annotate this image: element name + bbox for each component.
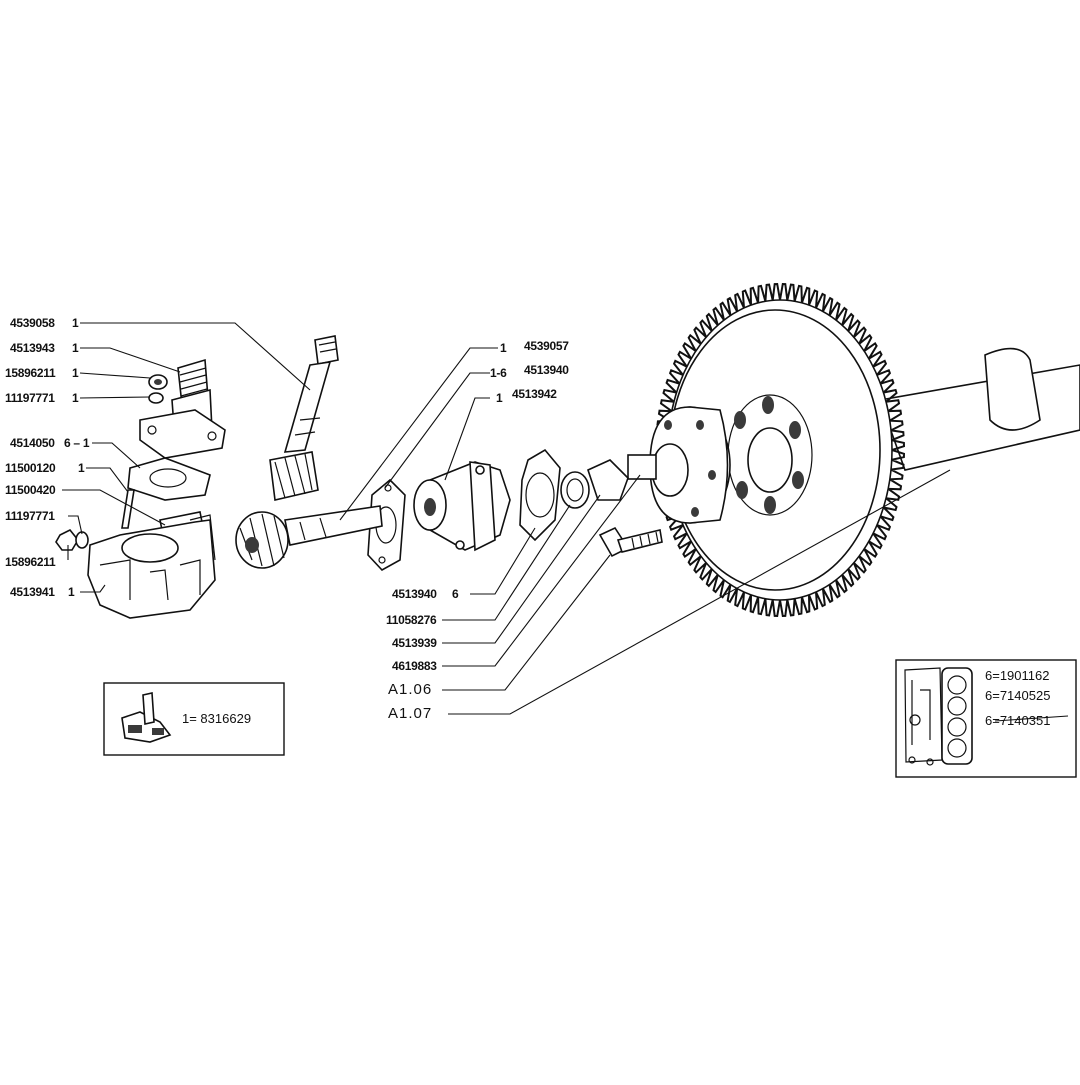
lower-housing xyxy=(87,514,216,619)
callout-part: 4513940 xyxy=(524,363,569,377)
drive-dog xyxy=(587,459,629,501)
gasket-left xyxy=(127,457,211,501)
callout-qty: 1-6 xyxy=(490,366,507,380)
callout-part: 15896211 xyxy=(5,555,56,569)
callout-part: 11197771 xyxy=(5,509,55,523)
flange-boss xyxy=(651,443,689,497)
kit-line: 6=1901162 xyxy=(985,668,1049,683)
strike-through xyxy=(994,715,1069,722)
callout-part: 4514050 xyxy=(10,436,55,450)
kit-box-right: 6=1901162 6=7140525 6=7140351 xyxy=(895,659,1077,778)
drive-flange xyxy=(627,406,731,524)
drive-dog-body xyxy=(587,459,629,501)
bush-flange xyxy=(139,409,226,459)
callout-qty: 6 xyxy=(452,587,459,601)
callout-part: 4513941 xyxy=(10,585,55,599)
kit-box-left: 1= 8316629 xyxy=(103,682,285,756)
callout-part: 4619883 xyxy=(392,659,437,673)
bearing-housing xyxy=(413,461,511,552)
callout-qty: 1 xyxy=(78,461,85,475)
bolt-shank xyxy=(616,529,663,553)
callouts-bottom: 4513940 6 11058276 4513939 4619883 A1.06… xyxy=(386,587,459,722)
callout-part: 4513940 xyxy=(392,587,437,601)
callout-part: 4513939 xyxy=(392,636,437,650)
housing-top-bore xyxy=(121,533,179,563)
camshaft-body xyxy=(878,364,1080,471)
callout-part: 11058276 xyxy=(386,613,437,627)
callout-qty: 1 xyxy=(72,316,79,330)
callouts-top: 1 4539057 1-6 4513940 1 4513942 xyxy=(490,339,570,405)
callout-qty: 1 xyxy=(68,585,75,599)
callout-part: A1.07 xyxy=(388,705,432,722)
callout-part: 15896211 xyxy=(5,366,56,380)
vertical-shaft-with-gear xyxy=(269,335,339,501)
callout-part: 11197771 xyxy=(5,391,55,405)
gear-bolt-holes xyxy=(734,396,804,514)
nut-washer-top xyxy=(148,374,168,404)
callout-qty: 1 xyxy=(496,391,503,405)
housing-body-lower xyxy=(87,519,216,619)
drive-shaft-with-gear xyxy=(235,505,383,569)
gasket-right xyxy=(519,448,561,542)
sleeve-ring xyxy=(560,471,590,509)
callout-qty: 1 xyxy=(500,341,507,355)
leader-lines xyxy=(62,322,951,715)
shaft-body xyxy=(283,361,332,453)
callout-part: 4513943 xyxy=(10,341,55,355)
bolt xyxy=(598,526,663,558)
gear-hub-bore xyxy=(747,427,793,493)
kit-thumbnail-right xyxy=(904,667,973,766)
callouts-left: 4539058 1 4513943 1 15896211 1 11197771 … xyxy=(5,316,90,599)
kit-thumbnail-left xyxy=(121,692,172,743)
callout-part: 11500420 xyxy=(5,483,56,497)
nut-washer-bottom xyxy=(55,528,89,551)
kit-line: 6=7140525 xyxy=(985,688,1050,703)
pinion-gear xyxy=(235,511,289,569)
drive-shaft xyxy=(284,505,383,546)
callout-part: 4539058 xyxy=(10,316,55,330)
kit-label-left: 1= 8316629 xyxy=(182,711,251,726)
callout-qty: 1 xyxy=(72,366,79,380)
callout-qty: 1 xyxy=(72,391,79,405)
callout-part: 4513942 xyxy=(512,387,557,401)
dowel-pin xyxy=(121,489,135,529)
callout-part: 4539057 xyxy=(524,339,569,353)
camshaft-lobe xyxy=(984,347,1041,431)
callout-qty: 6 – 1 xyxy=(64,436,90,450)
shaft-spline-top xyxy=(314,335,339,365)
kit-line-struck: 6=7140351 xyxy=(985,713,1050,728)
upper-bush xyxy=(139,358,226,459)
flange-slot xyxy=(627,454,657,480)
callout-part: A1.06 xyxy=(388,681,432,698)
callout-part: 11500120 xyxy=(5,461,56,475)
callout-qty: 1 xyxy=(72,341,79,355)
